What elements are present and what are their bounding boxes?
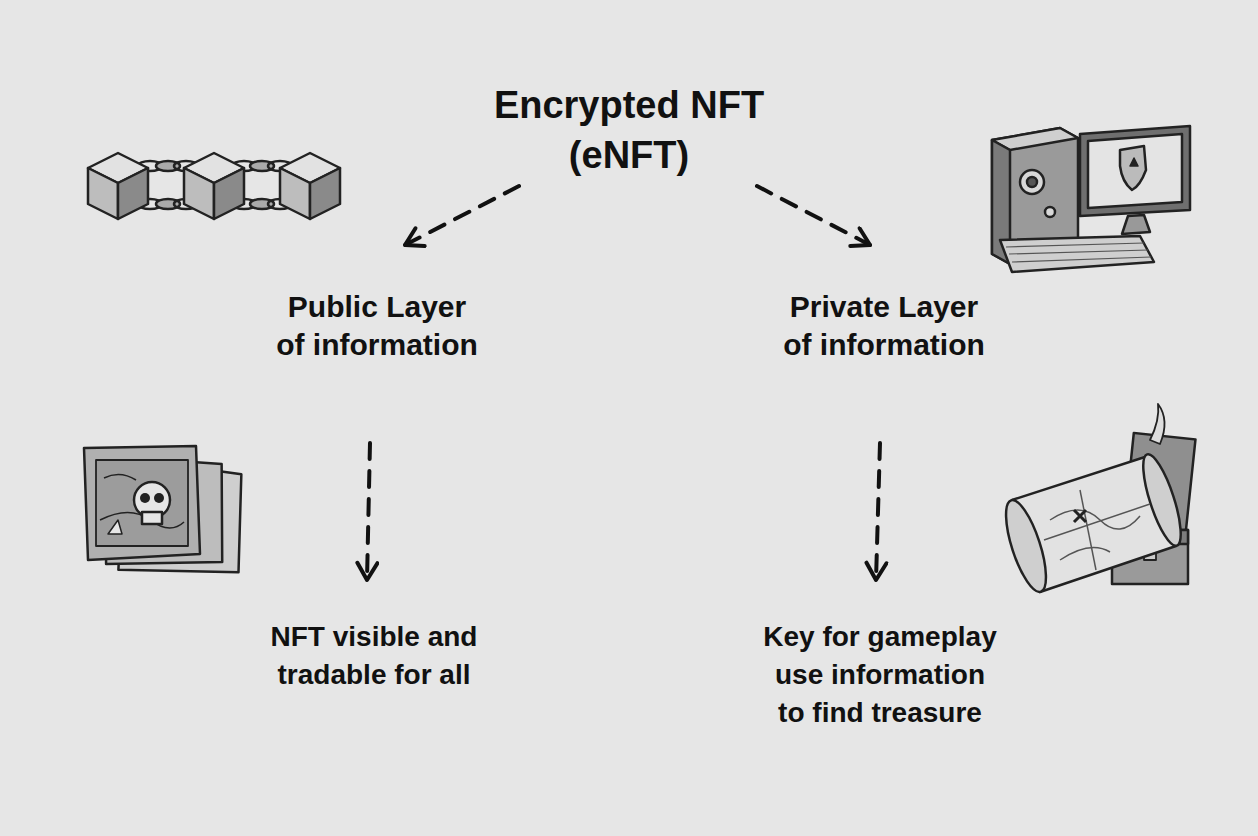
dashed-arrow: [757, 186, 870, 245]
node-text: Private Layer of information: [778, 288, 990, 364]
dashed-arrow: [876, 443, 880, 580]
node-text: NFT visible and tradable for all: [254, 618, 494, 694]
treasure-map-icon: [998, 404, 1196, 596]
layer-label: Public Layer of information: [273, 288, 481, 364]
outcome-label: NFT visible and tradable for all: [254, 618, 494, 694]
computer-icon: [992, 126, 1190, 272]
dashed-arrow: [367, 443, 370, 580]
node-text: Public Layer of information: [273, 288, 481, 364]
blockchain-icon: [88, 153, 340, 219]
title-node: Encrypted NFT (eNFT): [469, 80, 789, 180]
node-text: Encrypted NFT (eNFT): [469, 80, 789, 180]
node-text: Key for gameplay use information to find…: [761, 618, 1000, 732]
outcome-label: Key for gameplay use information to find…: [761, 618, 1000, 732]
layer-label: Private Layer of information: [778, 288, 990, 364]
dashed-arrow: [405, 186, 519, 245]
nft-picture-icon: [84, 446, 246, 578]
